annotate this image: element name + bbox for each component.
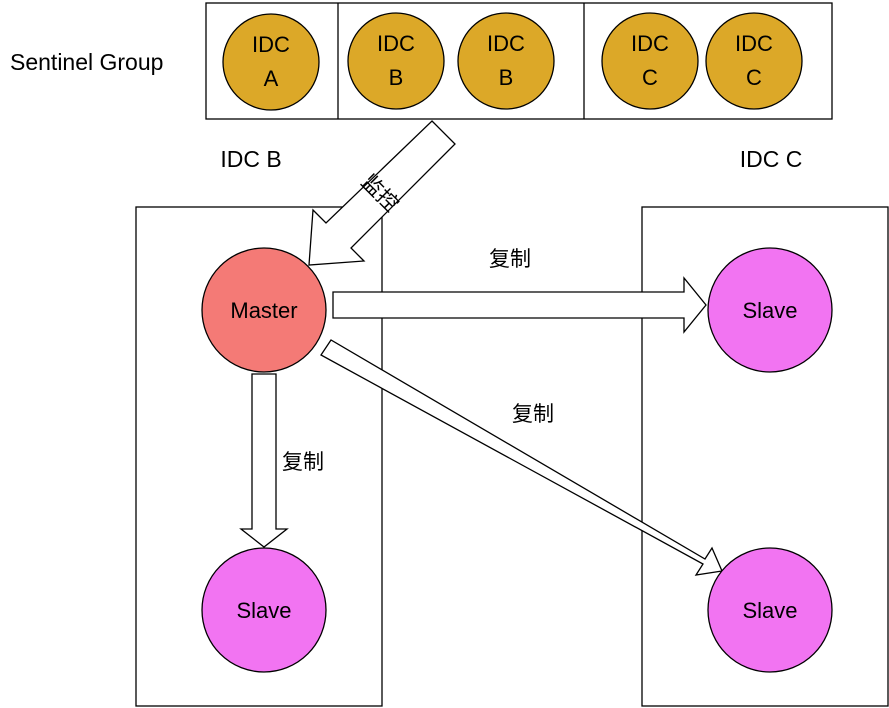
- sentinel-node-line1: IDC: [252, 32, 290, 57]
- idc-b-container: [135, 206, 383, 707]
- replicate-arrow-right: [332, 276, 707, 334]
- replicate-arrow-diagonal: [320, 339, 723, 576]
- replicate-arrow-down: [239, 373, 289, 548]
- master-node: Master: [201, 247, 327, 373]
- sentinel-node-line1: IDC: [487, 31, 525, 56]
- sentinel-node-line1: IDC: [631, 31, 669, 56]
- sentinel-node-line2: C: [642, 65, 658, 90]
- sentinel-node-idc-a: IDC A: [222, 13, 320, 111]
- sentinel-group-box: [205, 2, 833, 120]
- sentinel-node-idc-b-2: IDC B: [457, 12, 555, 110]
- sentinel-node-line2: B: [499, 65, 514, 90]
- slave-node-idc-c-bottom: Slave: [707, 547, 833, 673]
- replicate-down-label: 复制: [282, 451, 324, 474]
- sentinel-node-line1: IDC: [377, 31, 415, 56]
- sentinel-node-line1: IDC: [735, 31, 773, 56]
- replicate-diagonal-label: 复制: [512, 403, 554, 426]
- sentinel-node-line2: B: [389, 65, 404, 90]
- sentinel-node-idc-b-1: IDC B: [347, 12, 445, 110]
- master-label: Master: [230, 298, 297, 323]
- slave-node-idc-b: Slave: [201, 547, 327, 673]
- slave-label: Slave: [236, 598, 291, 623]
- idc-c-container: [641, 206, 889, 707]
- slave-label: Slave: [742, 598, 797, 623]
- idc-b-label: IDC B: [220, 146, 281, 172]
- sentinel-group-label: Sentinel Group: [10, 49, 163, 75]
- sentinel-node-idc-c-2: IDC C: [705, 12, 803, 110]
- replicate-right-label: 复制: [489, 248, 531, 271]
- monitor-arrow: [308, 120, 456, 266]
- idc-c-label: IDC C: [740, 146, 803, 172]
- slave-node-idc-c-top: Slave: [707, 247, 833, 373]
- slave-label: Slave: [742, 298, 797, 323]
- sentinel-node-line2: C: [746, 65, 762, 90]
- sentinel-node-line2: A: [264, 66, 279, 91]
- sentinel-node-idc-c-1: IDC C: [601, 12, 699, 110]
